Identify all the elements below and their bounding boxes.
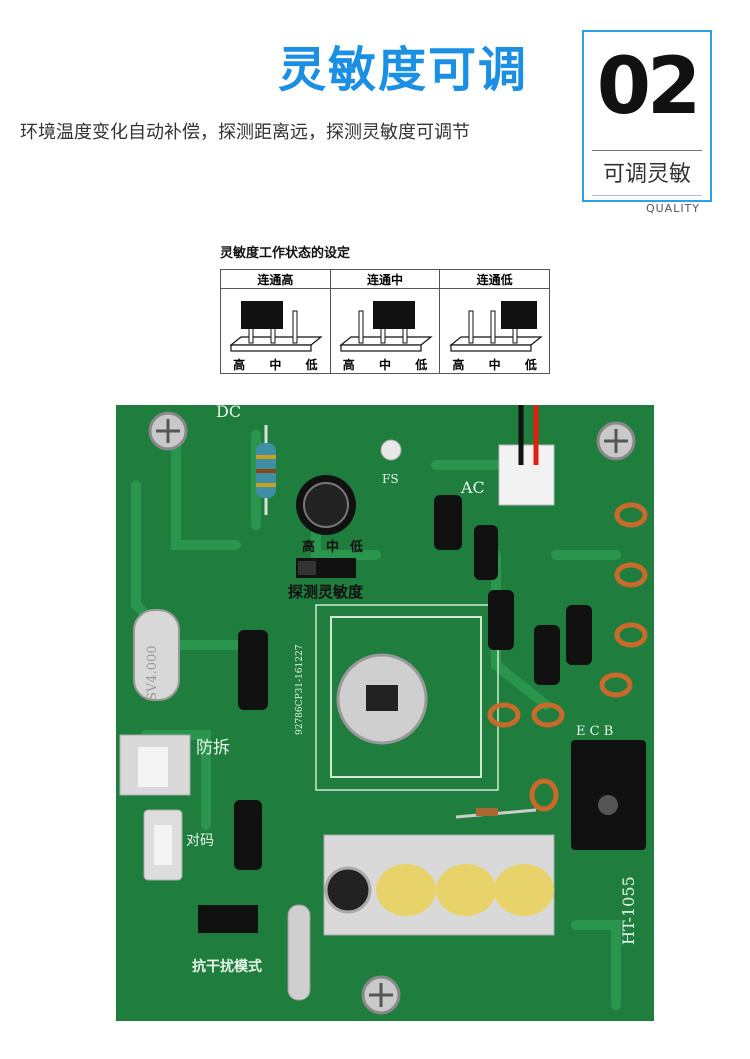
jumper-high-illustration: [229, 301, 324, 352]
setting-grid: 连通高 连通中 连通低 高 中 低: [220, 269, 550, 374]
page-title: 灵敏度可调: [278, 42, 529, 98]
anti-interference-jumper: [198, 905, 258, 933]
label-fs: FS: [382, 472, 399, 486]
jumper-low-illustration: [448, 301, 543, 352]
diode: [476, 808, 498, 816]
label-code: 对码: [186, 833, 214, 849]
label-anti-interference: 抗干扰模式: [192, 958, 262, 975]
pcb-illustration: DC FS AC 高 中 低 探测灵敏度 防拆 对码 抗干扰模式 E C B S…: [116, 405, 654, 1021]
jumper-label-high: 高: [302, 539, 315, 555]
sensitivity-setting-table: 灵敏度工作状态的设定 连通高 连通中 连通低 高 中 低: [220, 242, 550, 374]
page-subtitle: 环境温度变化自动补偿，探测距离远，探测灵敏度可调节: [20, 122, 470, 143]
column-header-mid: 连通中: [329, 269, 441, 289]
badge-quality-divider: [592, 195, 702, 196]
label-high: 高: [452, 358, 465, 372]
column-header-high: 连通高: [220, 269, 331, 289]
label-model: HT-1055: [619, 876, 638, 945]
label-ecb: E C B: [576, 724, 613, 739]
badge-divider: [592, 150, 702, 151]
resistor-icon: [256, 425, 276, 515]
jumper-mid-illustration: [339, 301, 433, 352]
label-mid: 中: [378, 358, 391, 372]
capacitor-icon: [238, 630, 268, 710]
jumper-diagram-low: 高 中 低: [439, 288, 550, 374]
pcb-photo: DC FS AC 高 中 低 探测灵敏度 防拆 对码 抗干扰模式 E C B S…: [116, 405, 654, 1021]
power-transistor: [571, 740, 646, 850]
led-fs: [380, 439, 402, 461]
led-lens: [376, 864, 436, 916]
crystal-oscillator: [133, 609, 180, 701]
label-low: 低: [524, 358, 537, 372]
label-mid: 中: [488, 358, 501, 372]
sensor-outline: [330, 616, 482, 778]
label-sensitivity: 探测灵敏度: [288, 583, 364, 601]
label-low: 低: [305, 358, 318, 372]
capacitor-icon: [296, 475, 356, 535]
jumper-label-low: 低: [349, 539, 363, 555]
badge-number: 02: [596, 42, 702, 132]
badge-label: 可调灵敏: [602, 162, 691, 187]
label-serial: 92786CP31-161227: [295, 644, 305, 735]
label-mid: 中: [269, 358, 282, 372]
coil-inductor: [487, 502, 648, 812]
wire-connector: [498, 444, 555, 506]
jumper-label-mid: 中: [326, 539, 339, 555]
label-high: 高: [342, 358, 355, 372]
pir-sensor: [336, 653, 428, 745]
badge-quality: QUALITY: [645, 202, 700, 215]
column-header-low: 连通低: [439, 269, 550, 289]
label-dc: DC: [216, 405, 241, 421]
label-high: 高: [233, 358, 246, 372]
screw-icon: [148, 411, 636, 1015]
feature-badge: 02 可调灵敏 QUALITY: [582, 30, 712, 215]
label-low: 低: [415, 358, 428, 372]
jumper-diagram-mid: 高 中 低: [329, 288, 441, 374]
setting-heading: 灵敏度工作状态的设定: [220, 246, 351, 261]
label-tamper: 防拆: [196, 738, 230, 758]
label-ac: AC: [460, 478, 485, 497]
potentiometer-icon: [324, 866, 372, 914]
label-crystal: SV4.000: [145, 645, 160, 701]
contact-pin: [287, 904, 311, 1001]
jumper-diagram-high: 高 中 低: [220, 288, 331, 374]
